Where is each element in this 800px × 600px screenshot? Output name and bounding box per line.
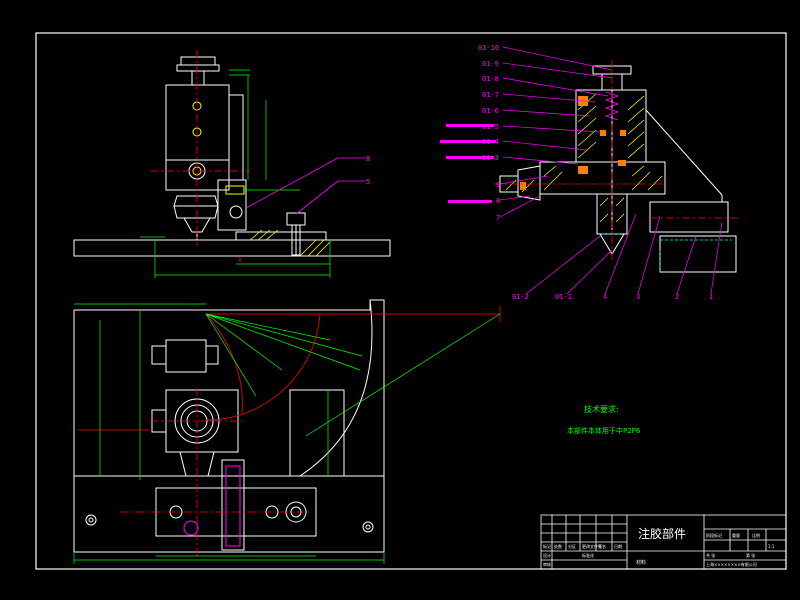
label-8: 8 <box>496 197 500 205</box>
label-3: 3 <box>636 293 640 301</box>
tb-sheets: 共 张 <box>706 552 715 558</box>
tb-scale: 比例 <box>752 532 760 538</box>
label-01-8: 01-8 <box>482 75 499 83</box>
front-view-dimensions <box>140 69 331 278</box>
label-01-9: 01-9 <box>482 60 499 68</box>
section-callout-notes <box>440 124 496 203</box>
tb-weight: 重量 <box>732 532 740 538</box>
label-9: 9 <box>496 181 500 189</box>
label-1: 1 <box>709 293 713 301</box>
tb-row-check: 审核 <box>543 561 551 567</box>
section-labels: 01-10 01-9 01-8 01-7 01-6 01-5 01-4 01-3… <box>478 44 713 301</box>
section-leaders <box>499 46 723 295</box>
tb-cell-b: 处数 <box>554 543 562 549</box>
section-orange-parts <box>520 96 626 190</box>
tb-cell-c: 分区 <box>568 543 576 549</box>
section-hidden-lines <box>602 233 732 272</box>
label-01-2: 01-2 <box>512 293 529 301</box>
top-view <box>73 299 385 553</box>
front-label-8: 8 <box>366 155 370 163</box>
tb-cell-f: 日期 <box>614 543 622 549</box>
top-view-dimensions <box>73 303 501 564</box>
label-01-3: 01-3 <box>482 154 499 162</box>
label-01-4: 01-4 <box>482 138 499 146</box>
tech-req-line1: 本部件本体用于中P2P6 <box>567 426 641 435</box>
title-block-text: 注胶部件 标记 处数 分区 更改文件号 签名 日期 设计 审核 标准化 材料 阶… <box>543 526 775 567</box>
front-view <box>73 56 391 262</box>
front-label-5: 5 <box>366 178 370 186</box>
section-internals <box>604 91 620 121</box>
label-01-5: 01-5 <box>482 123 499 131</box>
title-block <box>540 514 787 570</box>
label-4: 4 <box>603 293 607 301</box>
label-01-10: 01-10 <box>478 44 499 52</box>
tb-footer: 上海××××××××有限公司 <box>706 561 757 567</box>
tb-cell-a: 标记 <box>543 543 551 549</box>
label-01-7: 01-7 <box>482 91 499 99</box>
tb-row-std: 标准化 <box>582 552 594 558</box>
label-01-1: 01-1 <box>555 293 572 301</box>
label-7: 7 <box>496 214 500 222</box>
tb-row-design: 设计 <box>543 552 551 558</box>
drawing-title: 注胶部件 <box>638 526 686 541</box>
tb-scale-value: 1:1 <box>768 544 775 549</box>
tb-stage: 阶段标记 <box>706 532 722 538</box>
drawing-frame <box>35 32 787 570</box>
tb-cell-d: 更改文件号 <box>582 543 602 549</box>
top-view-part-highlights <box>183 465 241 547</box>
label-01-6: 01-6 <box>482 107 499 115</box>
top-view-centerlines <box>78 306 501 558</box>
section-hatching <box>505 93 663 223</box>
tech-req-heading: 技术要求: <box>584 404 619 414</box>
tb-sheet-of: 第 张 <box>746 552 755 558</box>
tb-cell-e: 签名 <box>598 543 606 549</box>
section-centerlines <box>494 60 740 262</box>
front-view-leaders <box>245 157 365 215</box>
tb-material: 材料 <box>636 559 646 566</box>
front-view-centerlines <box>150 50 250 246</box>
label-2: 2 <box>675 293 679 301</box>
